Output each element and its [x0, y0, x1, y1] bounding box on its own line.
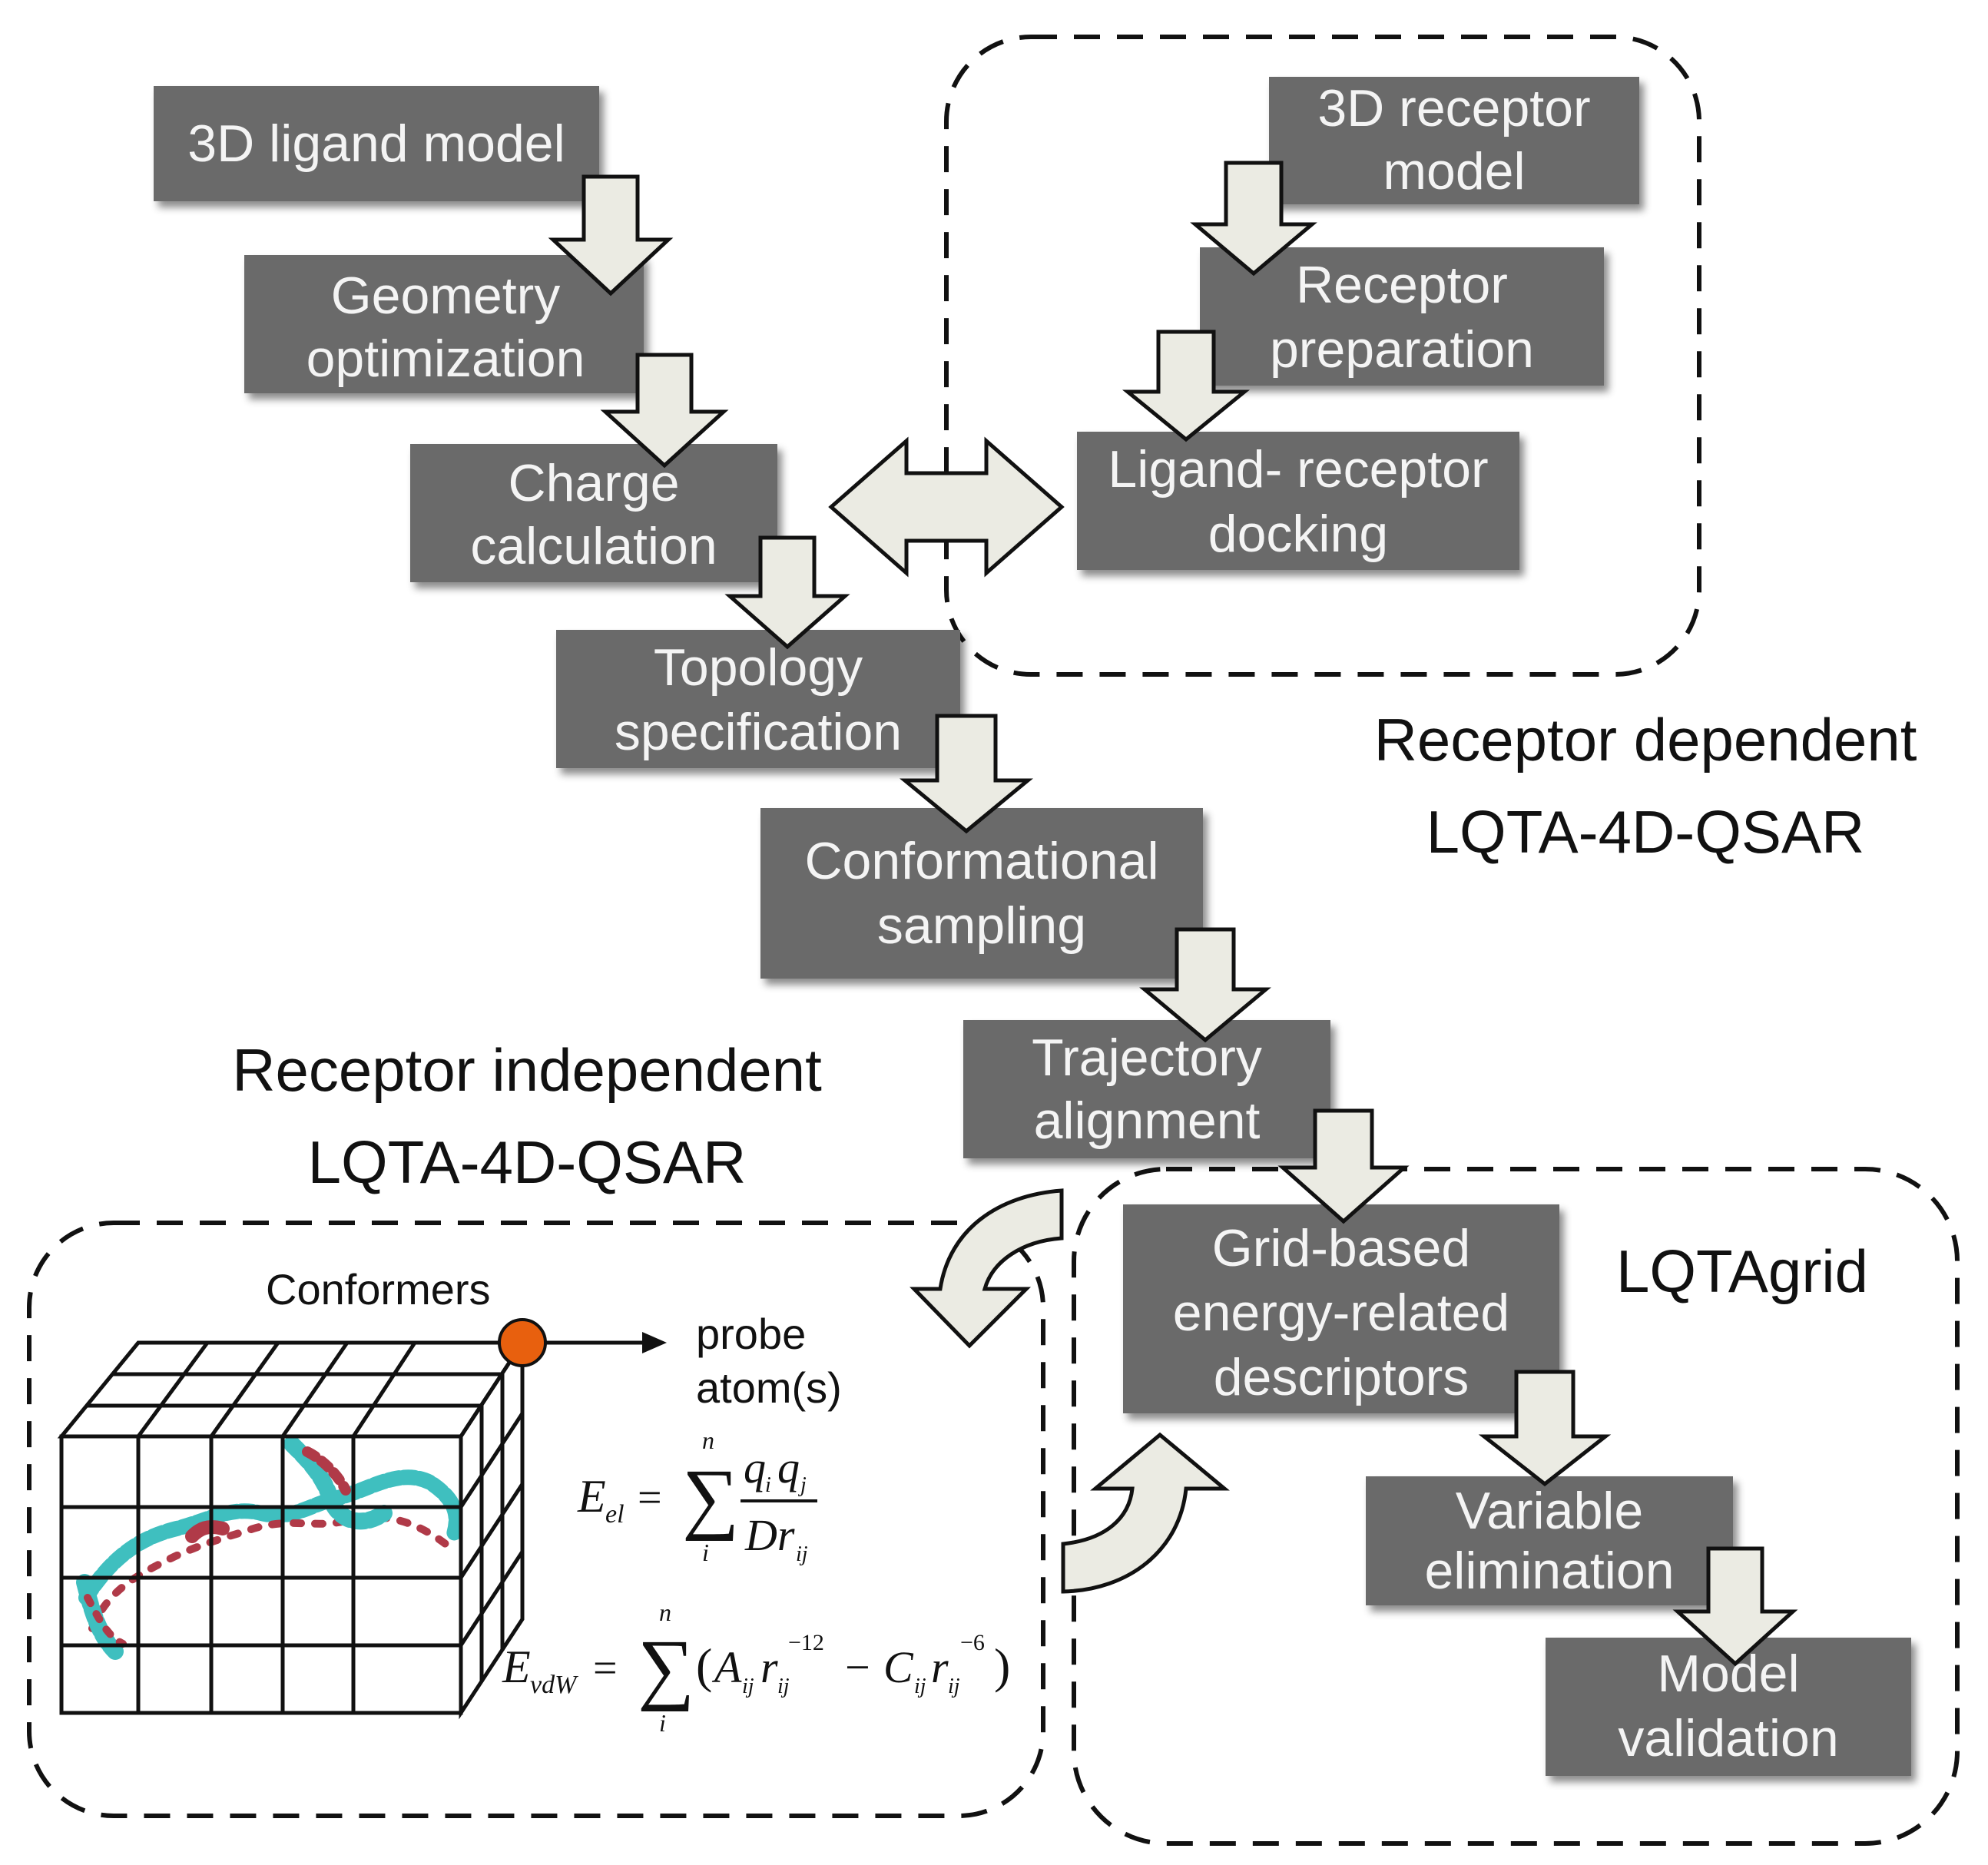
svg-text:q: q — [744, 1443, 766, 1492]
box-label-line: alignment — [1034, 1092, 1261, 1150]
box-label-line: Variable — [1456, 1482, 1643, 1540]
down-arrow-icon — [600, 353, 729, 469]
svg-text:i: i — [659, 1709, 666, 1737]
box-label-line: Trajectory — [1032, 1029, 1262, 1087]
svg-text:vdW: vdW — [530, 1671, 578, 1699]
svg-text:∑: ∑ — [638, 1624, 694, 1712]
down-arrow-icon — [1277, 1108, 1410, 1224]
svg-text:ij: ij — [777, 1675, 790, 1698]
probe-label: probe — [696, 1310, 806, 1358]
vdw-energy-equation: E vdW = ∑ n i ( A ij r ij −12 − C ij r i… — [502, 1598, 1010, 1737]
svg-text:el: el — [605, 1500, 625, 1529]
box-conformational-sampling: Conformational sampling — [760, 808, 1203, 979]
svg-text:q: q — [777, 1443, 800, 1492]
probe-atom-icon — [498, 1318, 547, 1367]
svg-text:A: A — [711, 1642, 742, 1692]
box-3d-receptor-model: 3D receptor model — [1269, 77, 1639, 204]
svg-text:−12: −12 — [788, 1630, 824, 1655]
box-label-line: validation — [1618, 1709, 1838, 1767]
box-3d-ligand-model: 3D ligand model — [154, 86, 599, 201]
down-arrow-icon — [1139, 927, 1271, 1043]
box-label-line: optimization — [306, 330, 585, 388]
box-label-line: Topology — [654, 638, 863, 697]
svg-text:−: − — [845, 1642, 870, 1692]
box-label-line: Receptor — [1296, 256, 1508, 314]
box-label-line: preparation — [1270, 320, 1534, 379]
box-label-line: calculation — [470, 517, 717, 575]
svg-text:): ) — [994, 1638, 1010, 1693]
down-arrow-icon — [1478, 1370, 1612, 1487]
box-label-line: Ligand- receptor — [1108, 440, 1488, 499]
box-label-line: specification — [615, 703, 902, 761]
box-variable-elimination: Variable elimination — [1366, 1476, 1733, 1605]
lqtagrid-region — [1072, 1167, 1960, 1846]
curved-arrow-icon — [910, 1188, 1064, 1349]
box-topology-specification: Topology specification — [556, 630, 960, 768]
box-label-line: Conformational — [804, 832, 1158, 890]
receptor-independent-region — [27, 1221, 1045, 1818]
receptor-dependent-region — [944, 35, 1701, 677]
svg-text:=: = — [638, 1474, 662, 1522]
svg-text:ij: ij — [948, 1675, 960, 1698]
box-label-line: model — [1383, 142, 1525, 200]
curved-arrow-icon — [1061, 1432, 1230, 1594]
receptor-dependent-label: LQTA-4D-QSAR — [1426, 798, 1865, 866]
box-trajectory-alignment: Trajectory alignment — [963, 1020, 1330, 1158]
svg-text:E: E — [502, 1641, 531, 1692]
box-charge-calculation: Charge calculation — [410, 444, 777, 582]
receptor-independent-label: LQTA-4D-QSAR — [308, 1128, 747, 1196]
svg-text:ij: ij — [742, 1675, 754, 1698]
down-arrow-icon — [900, 714, 1033, 834]
lqtagrid-label: LQTAgrid — [1616, 1237, 1868, 1305]
box-label-line: Geometry — [331, 267, 561, 325]
box-label-line: descriptors — [1214, 1348, 1469, 1406]
grid-box-illustration — [57, 1318, 667, 1720]
box-label-line: 3D receptor — [1317, 79, 1590, 137]
svg-text:∑: ∑ — [682, 1453, 739, 1542]
box-receptor-preparation: Receptor preparation — [1200, 247, 1604, 386]
svg-text:C: C — [883, 1642, 914, 1692]
box-grid-descriptors: Grid-based energy-related descriptors — [1123, 1204, 1559, 1413]
svg-text:i: i — [702, 1539, 709, 1566]
svg-text:i: i — [765, 1473, 771, 1497]
probe-label: atom(s) — [696, 1363, 842, 1412]
receptor-dependent-label: Receptor dependent — [1374, 706, 1917, 773]
electrostatic-energy-equation: E el = ∑ n i q i q j Dr ij — [577, 1426, 817, 1566]
box-label-line: elimination — [1424, 1542, 1674, 1600]
svg-text:−6: −6 — [960, 1630, 985, 1655]
box-label-line: 3D ligand model — [187, 114, 565, 173]
molecule-conformers — [76, 1436, 461, 1660]
receptor-independent-label: Receptor independent — [232, 1036, 822, 1104]
conformers-label: Conformers — [266, 1265, 491, 1313]
box-label-line: Charge — [508, 454, 679, 512]
down-arrow-icon — [548, 174, 674, 296]
svg-text:ij: ij — [796, 1542, 808, 1566]
svg-text:j: j — [798, 1473, 807, 1497]
svg-text:Dr: Dr — [744, 1510, 795, 1560]
svg-text:E: E — [577, 1471, 606, 1522]
box-ligand-receptor-docking: Ligand- receptor docking — [1077, 432, 1519, 570]
down-arrow-icon — [1190, 161, 1317, 277]
box-label-line: docking — [1208, 505, 1388, 563]
svg-text:n: n — [702, 1426, 714, 1454]
svg-text:r: r — [931, 1642, 949, 1692]
down-arrow-icon — [724, 535, 850, 650]
double-arrow-icon — [828, 436, 1065, 578]
box-label-line: sampling — [877, 896, 1086, 955]
box-geometry-optimization: Geometry optimization — [244, 255, 644, 393]
box-label-line: energy-related — [1173, 1284, 1509, 1342]
svg-text:(: ( — [696, 1638, 712, 1693]
down-arrow-icon — [1672, 1546, 1798, 1667]
svg-text:r: r — [760, 1642, 778, 1692]
box-label-line: Grid-based — [1212, 1219, 1470, 1277]
svg-text:=: = — [593, 1645, 618, 1692]
down-arrow-icon — [1122, 330, 1251, 442]
svg-text:ij: ij — [914, 1675, 926, 1698]
svg-text:n: n — [659, 1598, 671, 1626]
